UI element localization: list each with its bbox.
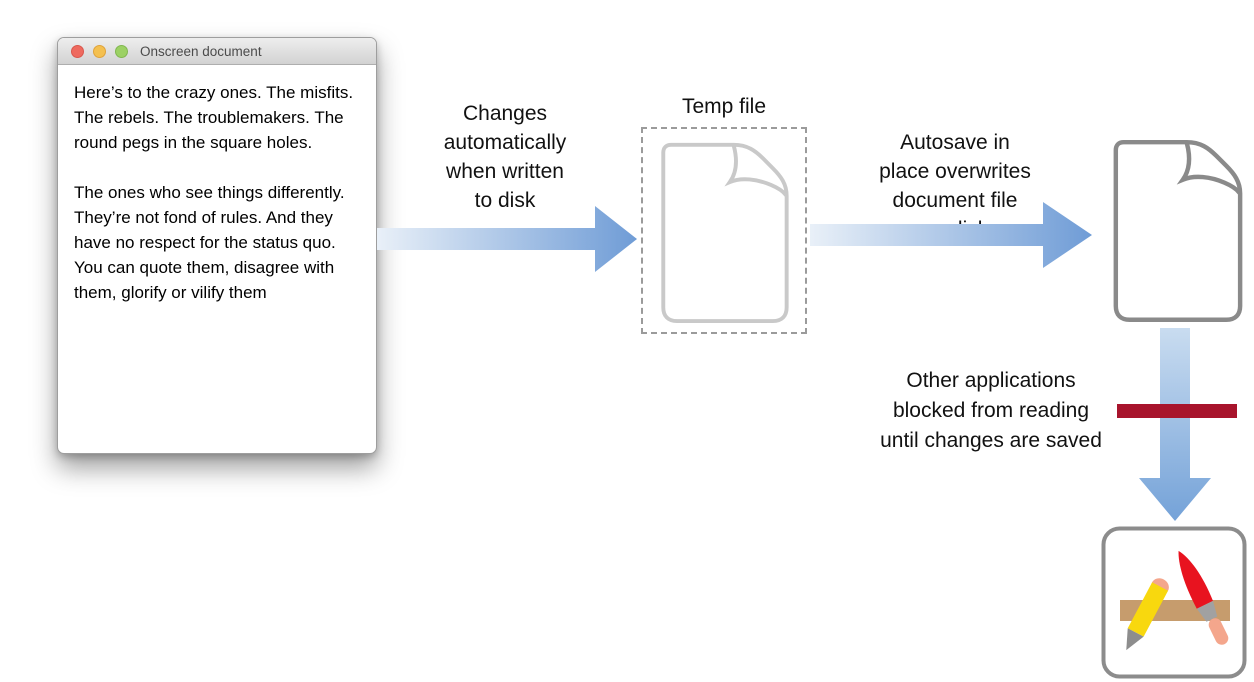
document-text-area[interactable]: Here’s to the crazy ones. The misfits. T…: [58, 65, 376, 305]
onscreen-document-window: Onscreen document Here’s to the crazy on…: [57, 37, 377, 454]
minimize-button[interactable]: [93, 44, 106, 58]
temp-document-icon: [661, 142, 789, 324]
document-paragraph: Here’s to the crazy ones. The misfits. T…: [74, 83, 354, 152]
blocked-label: Other applications blocked from reading …: [880, 369, 1102, 452]
window-controls: [71, 44, 128, 58]
temp-file-label: Temp file: [681, 95, 767, 118]
window-title: Onscreen document: [140, 43, 262, 59]
saved-document-icon: [1113, 139, 1243, 322]
arrow-down-icon: [1139, 328, 1211, 521]
zoom-button[interactable]: [115, 44, 128, 58]
temp-file-container: [641, 127, 807, 334]
application-icon: [1101, 526, 1247, 679]
pencil-icon: [1126, 578, 1169, 651]
arrow-right-icon: [810, 202, 1092, 268]
arrow-right-icon: [377, 206, 637, 272]
close-button[interactable]: [71, 44, 84, 58]
blocked-bar: [1117, 404, 1237, 418]
arrow1-label: Changes automatically when written to di…: [443, 102, 567, 212]
window-titlebar[interactable]: Onscreen document: [58, 38, 376, 65]
document-paragraph: The ones who see things differently. The…: [74, 183, 345, 302]
brush-icon: [1178, 550, 1229, 645]
